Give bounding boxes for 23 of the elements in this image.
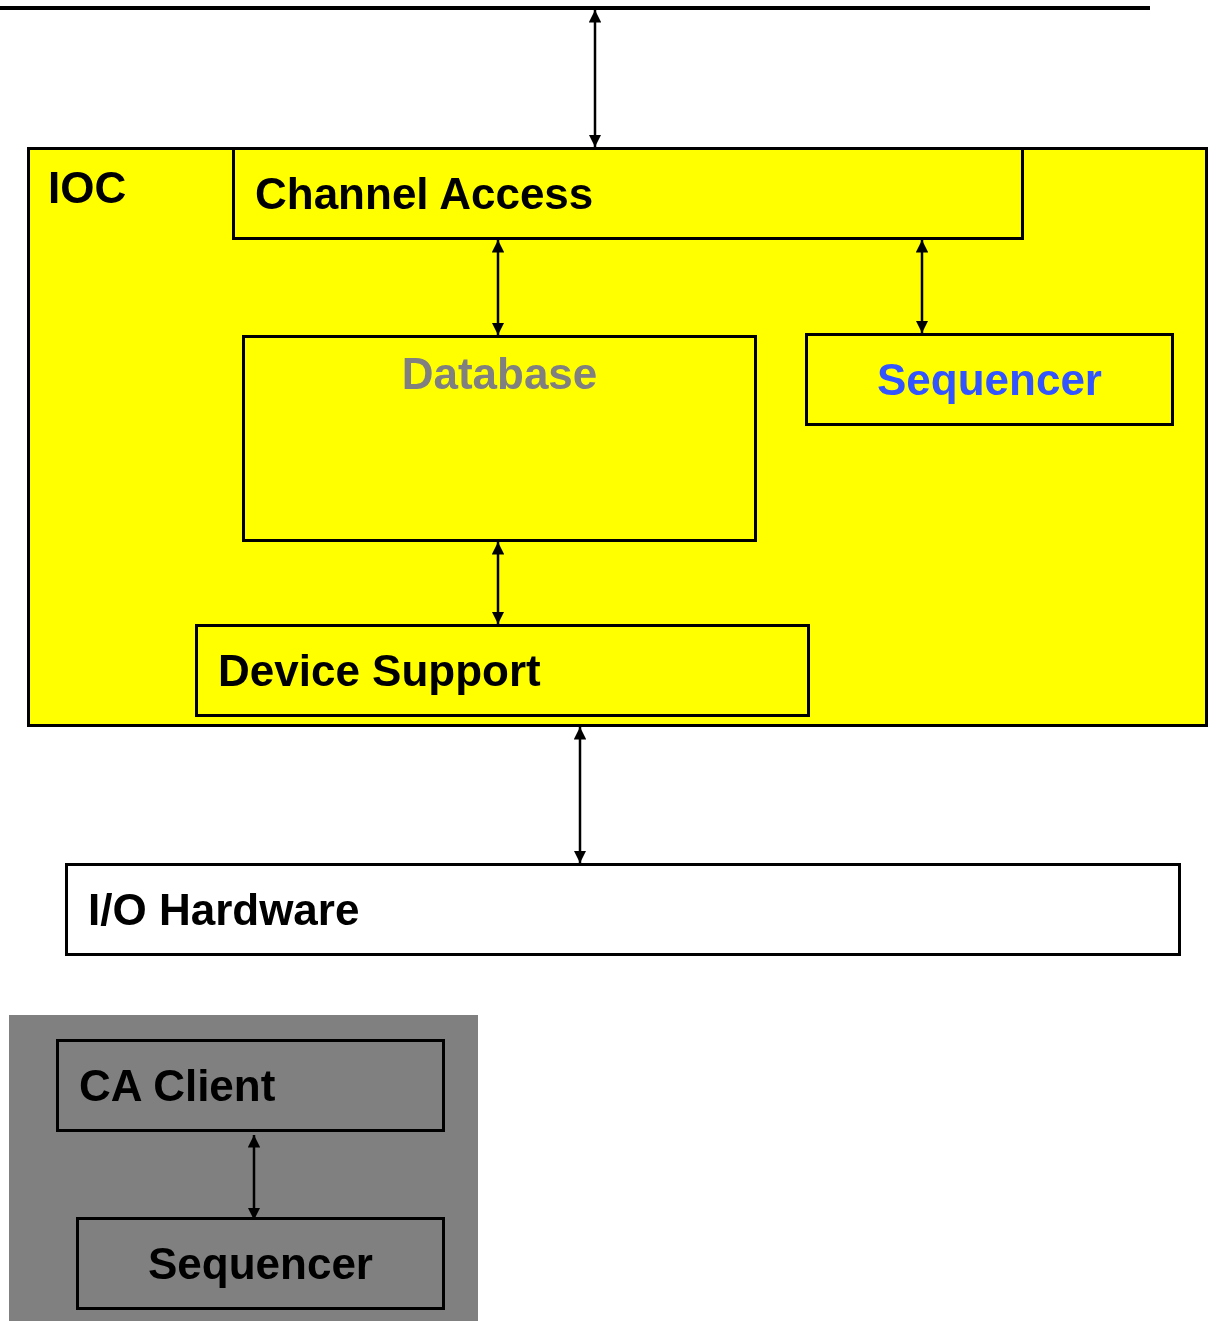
process-box [56, 1039, 445, 1132]
process-box [65, 863, 1181, 956]
process-box [76, 1217, 445, 1310]
node-label: Sequencer [877, 357, 1102, 402]
double-arrow [491, 240, 505, 335]
double-arrow [247, 1135, 261, 1220]
ioc-box [27, 147, 1208, 727]
double-arrow [573, 727, 587, 863]
node-label: CA Client [79, 1063, 276, 1108]
node-label: Channel Access [255, 171, 594, 216]
node-label: Device Support [218, 648, 541, 693]
node-label: Sequencer [148, 1241, 373, 1286]
process-box [232, 147, 1024, 240]
node-label: Database [401, 352, 598, 400]
node-label: IOC [48, 163, 127, 212]
panel-background [9, 1015, 478, 1321]
double-arrow [588, 10, 602, 147]
double-arrow [915, 240, 929, 333]
process-box [195, 624, 810, 717]
process-box [805, 333, 1174, 426]
process-box [242, 335, 757, 542]
double-arrow [491, 542, 505, 624]
node-label: I/O Hardware [88, 887, 360, 932]
